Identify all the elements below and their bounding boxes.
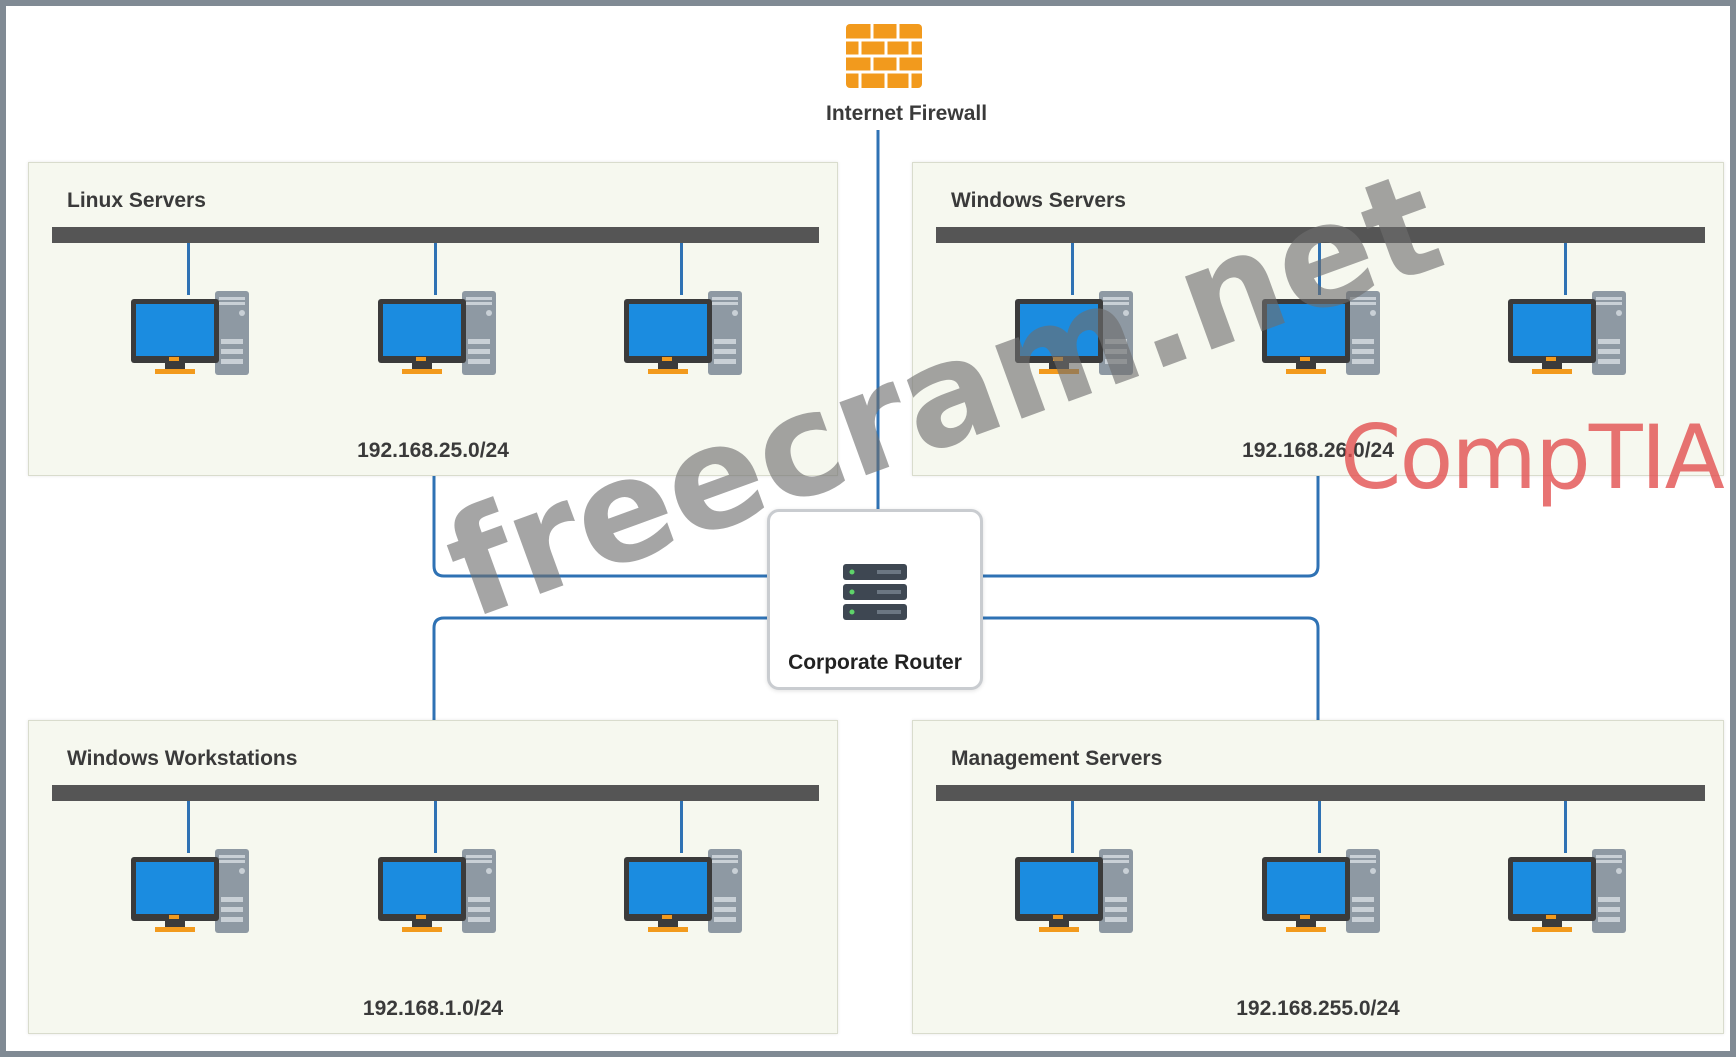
host-computer [378, 243, 508, 383]
host-link [1564, 801, 1567, 853]
host-link [1071, 243, 1074, 295]
desktop-computer-icon [1508, 849, 1626, 933]
segment-title: Linux Servers [67, 189, 206, 212]
link-windows-workstations-router [432, 618, 828, 720]
segment-subnet: 192.168.26.0/24 [1242, 439, 1394, 462]
host-link [1564, 243, 1567, 295]
desktop-computer-icon [1015, 849, 1133, 933]
segment-linux-servers: Linux Servers 192.168.25.0/24 [28, 162, 838, 476]
desktop-computer-icon [1508, 291, 1626, 375]
desktop-computer-icon [378, 849, 496, 933]
host-link [1318, 801, 1321, 853]
segment-management-servers: Management Servers 192.168.255.0/24 [912, 720, 1724, 1034]
desktop-computer-icon [131, 849, 249, 933]
desktop-computer-icon [1262, 849, 1380, 933]
host-link [187, 243, 190, 295]
desktop-computer-icon [1015, 291, 1133, 375]
host-computer [1015, 243, 1145, 383]
desktop-computer-icon [624, 849, 742, 933]
host-computer [378, 801, 508, 941]
desktop-computer-icon [1262, 291, 1380, 375]
host-computer [624, 801, 754, 941]
internet-firewall: Internet Firewall [826, 18, 988, 128]
router-label: Corporate Router [788, 651, 962, 674]
network-bus [936, 227, 1705, 243]
desktop-computer-icon [131, 291, 249, 375]
segment-subnet: 192.168.255.0/24 [1236, 997, 1400, 1020]
connection-lines [432, 130, 1320, 720]
segment-windows-workstations: Windows Workstations 192.168.1.0/24 [28, 720, 838, 1034]
host-link [434, 801, 437, 853]
segment-title: Management Servers [951, 747, 1163, 770]
segment-windows-servers: Windows Servers 192.168.26.0/24 [912, 162, 1724, 476]
desktop-computer-icon [378, 291, 496, 375]
host-link [187, 801, 190, 853]
host-computer [131, 243, 261, 383]
host-link [680, 243, 683, 295]
host-computer [1262, 243, 1392, 383]
firewall-label: Internet Firewall [826, 102, 988, 125]
network-bus [52, 785, 819, 801]
server-rack-icon [843, 564, 907, 620]
link-linux-servers-router [432, 476, 828, 576]
segment-title: Windows Workstations [67, 747, 298, 770]
host-link [680, 801, 683, 853]
host-link [1318, 243, 1321, 295]
network-bus [936, 785, 1705, 801]
host-computer [131, 801, 261, 941]
host-link [1071, 801, 1074, 853]
segment-subnet: 192.168.1.0/24 [362, 997, 504, 1020]
host-computer [1015, 801, 1145, 941]
host-link [434, 243, 437, 295]
host-computer [624, 243, 754, 383]
network-bus [52, 227, 819, 243]
host-computer [1508, 243, 1638, 383]
segment-title: Windows Servers [951, 189, 1126, 212]
segment-subnet: 192.168.25.0/24 [357, 439, 509, 462]
corporate-router: Corporate Router [767, 509, 983, 690]
desktop-computer-icon [624, 291, 742, 375]
link-windows-servers-router [924, 476, 1320, 576]
link-management-servers-router [924, 618, 1320, 720]
firewall-icon [846, 24, 922, 88]
host-computer [1262, 801, 1392, 941]
host-computer [1508, 801, 1638, 941]
